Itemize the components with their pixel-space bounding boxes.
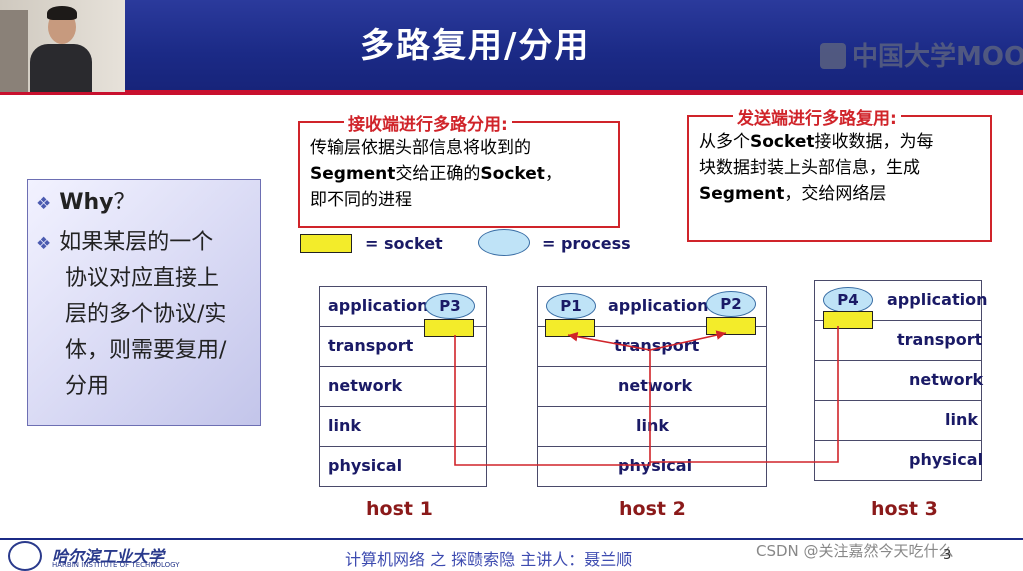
path-host3-to-host2 bbox=[650, 326, 838, 462]
course-info: 计算机网络 之 探赜索隐 主讲人：聂兰顺 bbox=[345, 546, 632, 570]
page-number: 3 bbox=[943, 548, 951, 563]
arrow-to-p1 bbox=[568, 335, 650, 350]
university-name-en: HARBIN INSTITUTE OF TECHNOLOGY bbox=[52, 561, 180, 569]
csdn-watermark: CSDN @关注嘉然今天吃什么 bbox=[756, 540, 954, 561]
path-host1-to-host2 bbox=[455, 335, 650, 465]
hit-emblem-icon bbox=[8, 541, 42, 571]
arrow-to-p2 bbox=[650, 333, 726, 350]
